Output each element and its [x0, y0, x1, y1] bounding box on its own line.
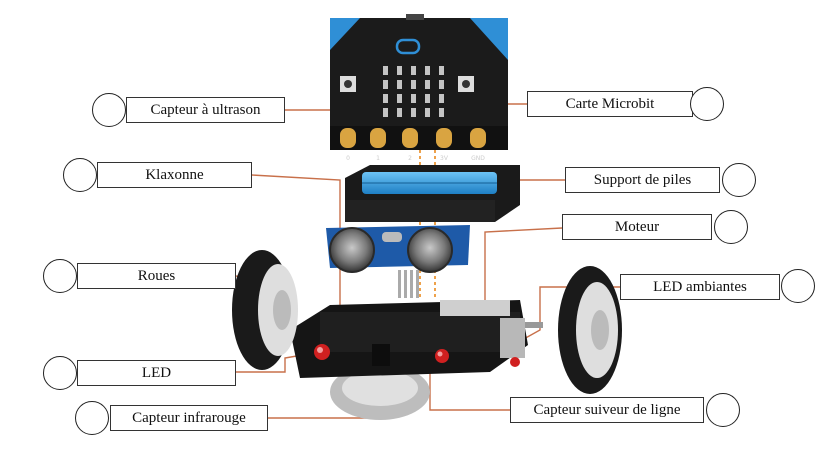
edge-pads [340, 128, 486, 148]
pin-label-3v: 3V [440, 155, 449, 162]
marker-ambient-leds [781, 269, 815, 303]
label-line-follower-sensor: Capteur suiveur de ligne [510, 397, 704, 423]
microbit-board: 0 1 2 3V GND [330, 14, 508, 162]
led-matrix [383, 66, 444, 117]
robot-chassis [290, 300, 543, 420]
wheel-right [558, 266, 622, 394]
label-wheels: Roues [77, 263, 236, 289]
battery-holder [345, 165, 520, 222]
pin-label-2: 2 [408, 155, 412, 162]
marker-horn [63, 158, 97, 192]
marker-wheels [43, 259, 77, 293]
leader-line-follower [429, 368, 510, 411]
marker-infrared-sensor [75, 401, 109, 435]
pin-label-gnd: GND [471, 155, 485, 162]
label-ultrasonic-sensor: Capteur à ultrason [126, 97, 285, 123]
label-motor: Moteur [562, 214, 712, 240]
marker-line-follower-sensor [706, 393, 740, 427]
label-horn: Klaxonne [97, 162, 252, 188]
leader-motor [484, 227, 563, 300]
pin-label-1: 1 [376, 155, 380, 162]
label-ambient-leds: LED ambiantes [620, 274, 780, 300]
marker-battery-holder [722, 163, 756, 197]
wheel-left [232, 250, 298, 370]
board-corner-accent [470, 18, 508, 60]
board-logo [395, 38, 421, 55]
marker-led [43, 356, 77, 390]
leader-horn [251, 174, 341, 320]
ir-sensor-block [372, 344, 390, 366]
pin-label-0: 0 [346, 155, 350, 162]
label-battery-holder: Support de piles [565, 167, 720, 193]
led-right [435, 349, 449, 363]
ultrasonic-sensor [326, 225, 470, 298]
marker-ultrasonic-sensor [92, 93, 126, 127]
marker-motor [714, 210, 748, 244]
label-led: LED [77, 360, 236, 386]
label-microbit: Carte Microbit [527, 91, 693, 117]
label-infrared-sensor: Capteur infrarouge [110, 405, 268, 431]
marker-microbit [690, 87, 724, 121]
